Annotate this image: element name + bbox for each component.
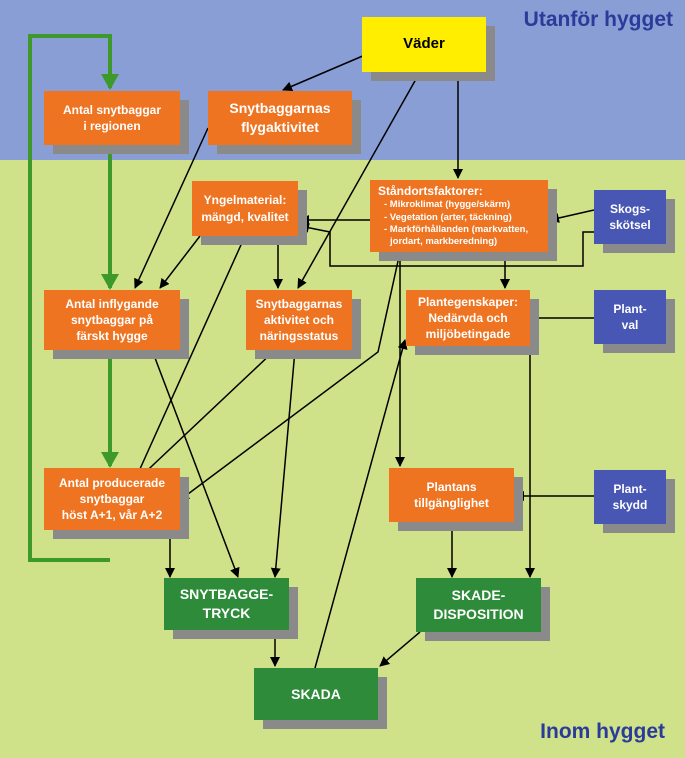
- plantval-line-2: val: [621, 318, 639, 332]
- inflygande-line-1: Antal inflygande: [65, 296, 159, 311]
- plantskydd-line-2: skydd: [612, 498, 648, 512]
- feedback-loop-arrow: [28, 34, 119, 562]
- standortsfaktorer-box: Ståndortsfaktorer: - Mikroklimat (hygge/…: [370, 180, 548, 252]
- plantval-box: Plant- val: [594, 290, 666, 344]
- plantval-line-1: Plant-: [613, 301, 647, 316]
- inflygande-line-2: snytbaggar på: [70, 312, 154, 327]
- standortsfaktorer-item-1: - Mikroklimat (hygge/skärm): [384, 199, 511, 211]
- yngelmaterial-box: Yngelmaterial: mängd, kvalitet: [192, 181, 298, 236]
- skada-label: SKADA: [291, 685, 341, 702]
- standortsfaktorer-item-3: - Markförhållanden (markvatten,: [384, 224, 529, 236]
- producerade-line-1: Antal producerade: [58, 475, 166, 490]
- inflygande-to-tryck-arrow: [151, 349, 240, 578]
- snytbaggetryck-box: SNYTBAGGE- TRYCK: [164, 578, 289, 630]
- standortsfaktorer-title: Ståndortsfaktorer:: [378, 184, 483, 199]
- vader-label: Väder: [403, 35, 445, 53]
- skadedisposition-line-1: SKADE-: [451, 587, 506, 604]
- aktivitet-to-tryck-arrow: [270, 349, 296, 578]
- yngelmaterial-line-1: Yngelmaterial:: [203, 193, 287, 208]
- snytbaggetryck-line-1: SNYTBAGGE-: [179, 586, 274, 603]
- antal-region-line-2: i regionen: [83, 119, 141, 133]
- inflygande-box: Antal inflygande snytbaggar på färskt hy…: [44, 290, 180, 350]
- yngel-to-producerade-arrow: [134, 235, 246, 481]
- skada-to-plantegenskaper-arrow: [314, 339, 408, 669]
- skogsskotsel-line-1: Skogs-: [609, 201, 650, 216]
- plantegenskaper-box: Plantegenskaper: Nedärvda och miljöbetin…: [406, 290, 530, 346]
- aktivitet-box: Snytbaggarnas aktivitet och näringsstatu…: [246, 290, 352, 350]
- producerade-box: Antal producerade snytbaggar höst A+1, v…: [44, 468, 180, 530]
- yngelmaterial-line-2: mängd, kvalitet: [201, 209, 289, 224]
- standortsfaktorer-item-2: - Vegetation (arter, täckning): [384, 211, 512, 223]
- plantskydd-line-1: Plant-: [613, 481, 647, 496]
- skogsskotsel-line-2: skötsel: [609, 218, 651, 232]
- plantegenskaper-line-3: miljöbetingade: [425, 327, 511, 342]
- producerade-line-2: snytbaggar: [79, 491, 145, 506]
- aktivitet-line-2: aktivitet och: [263, 312, 335, 327]
- tillganglighet-line-1: Plantans: [426, 479, 477, 494]
- vader-to-aktivitet-arrow: [297, 71, 421, 289]
- flygaktivitet-box: Snytbaggarnas flygaktivitet: [208, 91, 352, 145]
- vader-to-flyg-arrow: [282, 54, 366, 92]
- inflygande-line-3: färskt hygge: [76, 329, 148, 344]
- skogsskotsel-to-yngel-arrow: [299, 222, 594, 267]
- producerade-line-3: höst A+1, vår A+2: [61, 508, 163, 523]
- skogsskotsel-box: Skogs- skötsel: [594, 190, 666, 244]
- standort-to-producerade-arrow: [179, 251, 401, 501]
- flyg-to-inflygande-arrow: [134, 127, 209, 289]
- flygaktivitet-line-1: Snytbaggarnas: [229, 100, 331, 117]
- antal-region-line-1: Antal snytbaggar: [62, 102, 161, 117]
- disposition-to-skada-arrow: [379, 631, 421, 667]
- antal-region-box: Antal snytbaggar i regionen: [44, 91, 180, 145]
- aktivitet-line-3: näringsstatus: [259, 329, 339, 344]
- inside-zone-label: Inom hygget: [540, 720, 665, 743]
- plantegenskaper-line-2: Nedärvda och: [428, 310, 508, 325]
- tillganglighet-box: Plantans tillgänglighet: [389, 468, 514, 522]
- vader-box: Väder: [362, 17, 486, 72]
- skadedisposition-line-2: DISPOSITION: [433, 606, 524, 622]
- plantegenskaper-line-1: Plantegenskaper:: [417, 294, 519, 309]
- skadedisposition-box: SKADE- DISPOSITION: [416, 578, 541, 632]
- yngel-to-inflygande-arrow: [159, 235, 201, 289]
- standortsfaktorer-item-4: jordart, markberedning): [390, 236, 498, 248]
- aktivitet-to-producerade-arrow: [134, 349, 276, 483]
- skada-box: SKADA: [254, 668, 378, 720]
- flygaktivitet-line-2: flygaktivitet: [241, 119, 319, 135]
- outside-zone-label: Utanför hygget: [523, 8, 673, 31]
- tillganglighet-line-2: tillgänglighet: [414, 496, 489, 510]
- skogsskotsel-to-standort-arrow: [549, 209, 595, 223]
- aktivitet-line-1: Snytbaggarnas: [255, 296, 343, 311]
- plantskydd-box: Plant- skydd: [594, 470, 666, 524]
- snytbaggetryck-line-2: TRYCK: [202, 605, 251, 621]
